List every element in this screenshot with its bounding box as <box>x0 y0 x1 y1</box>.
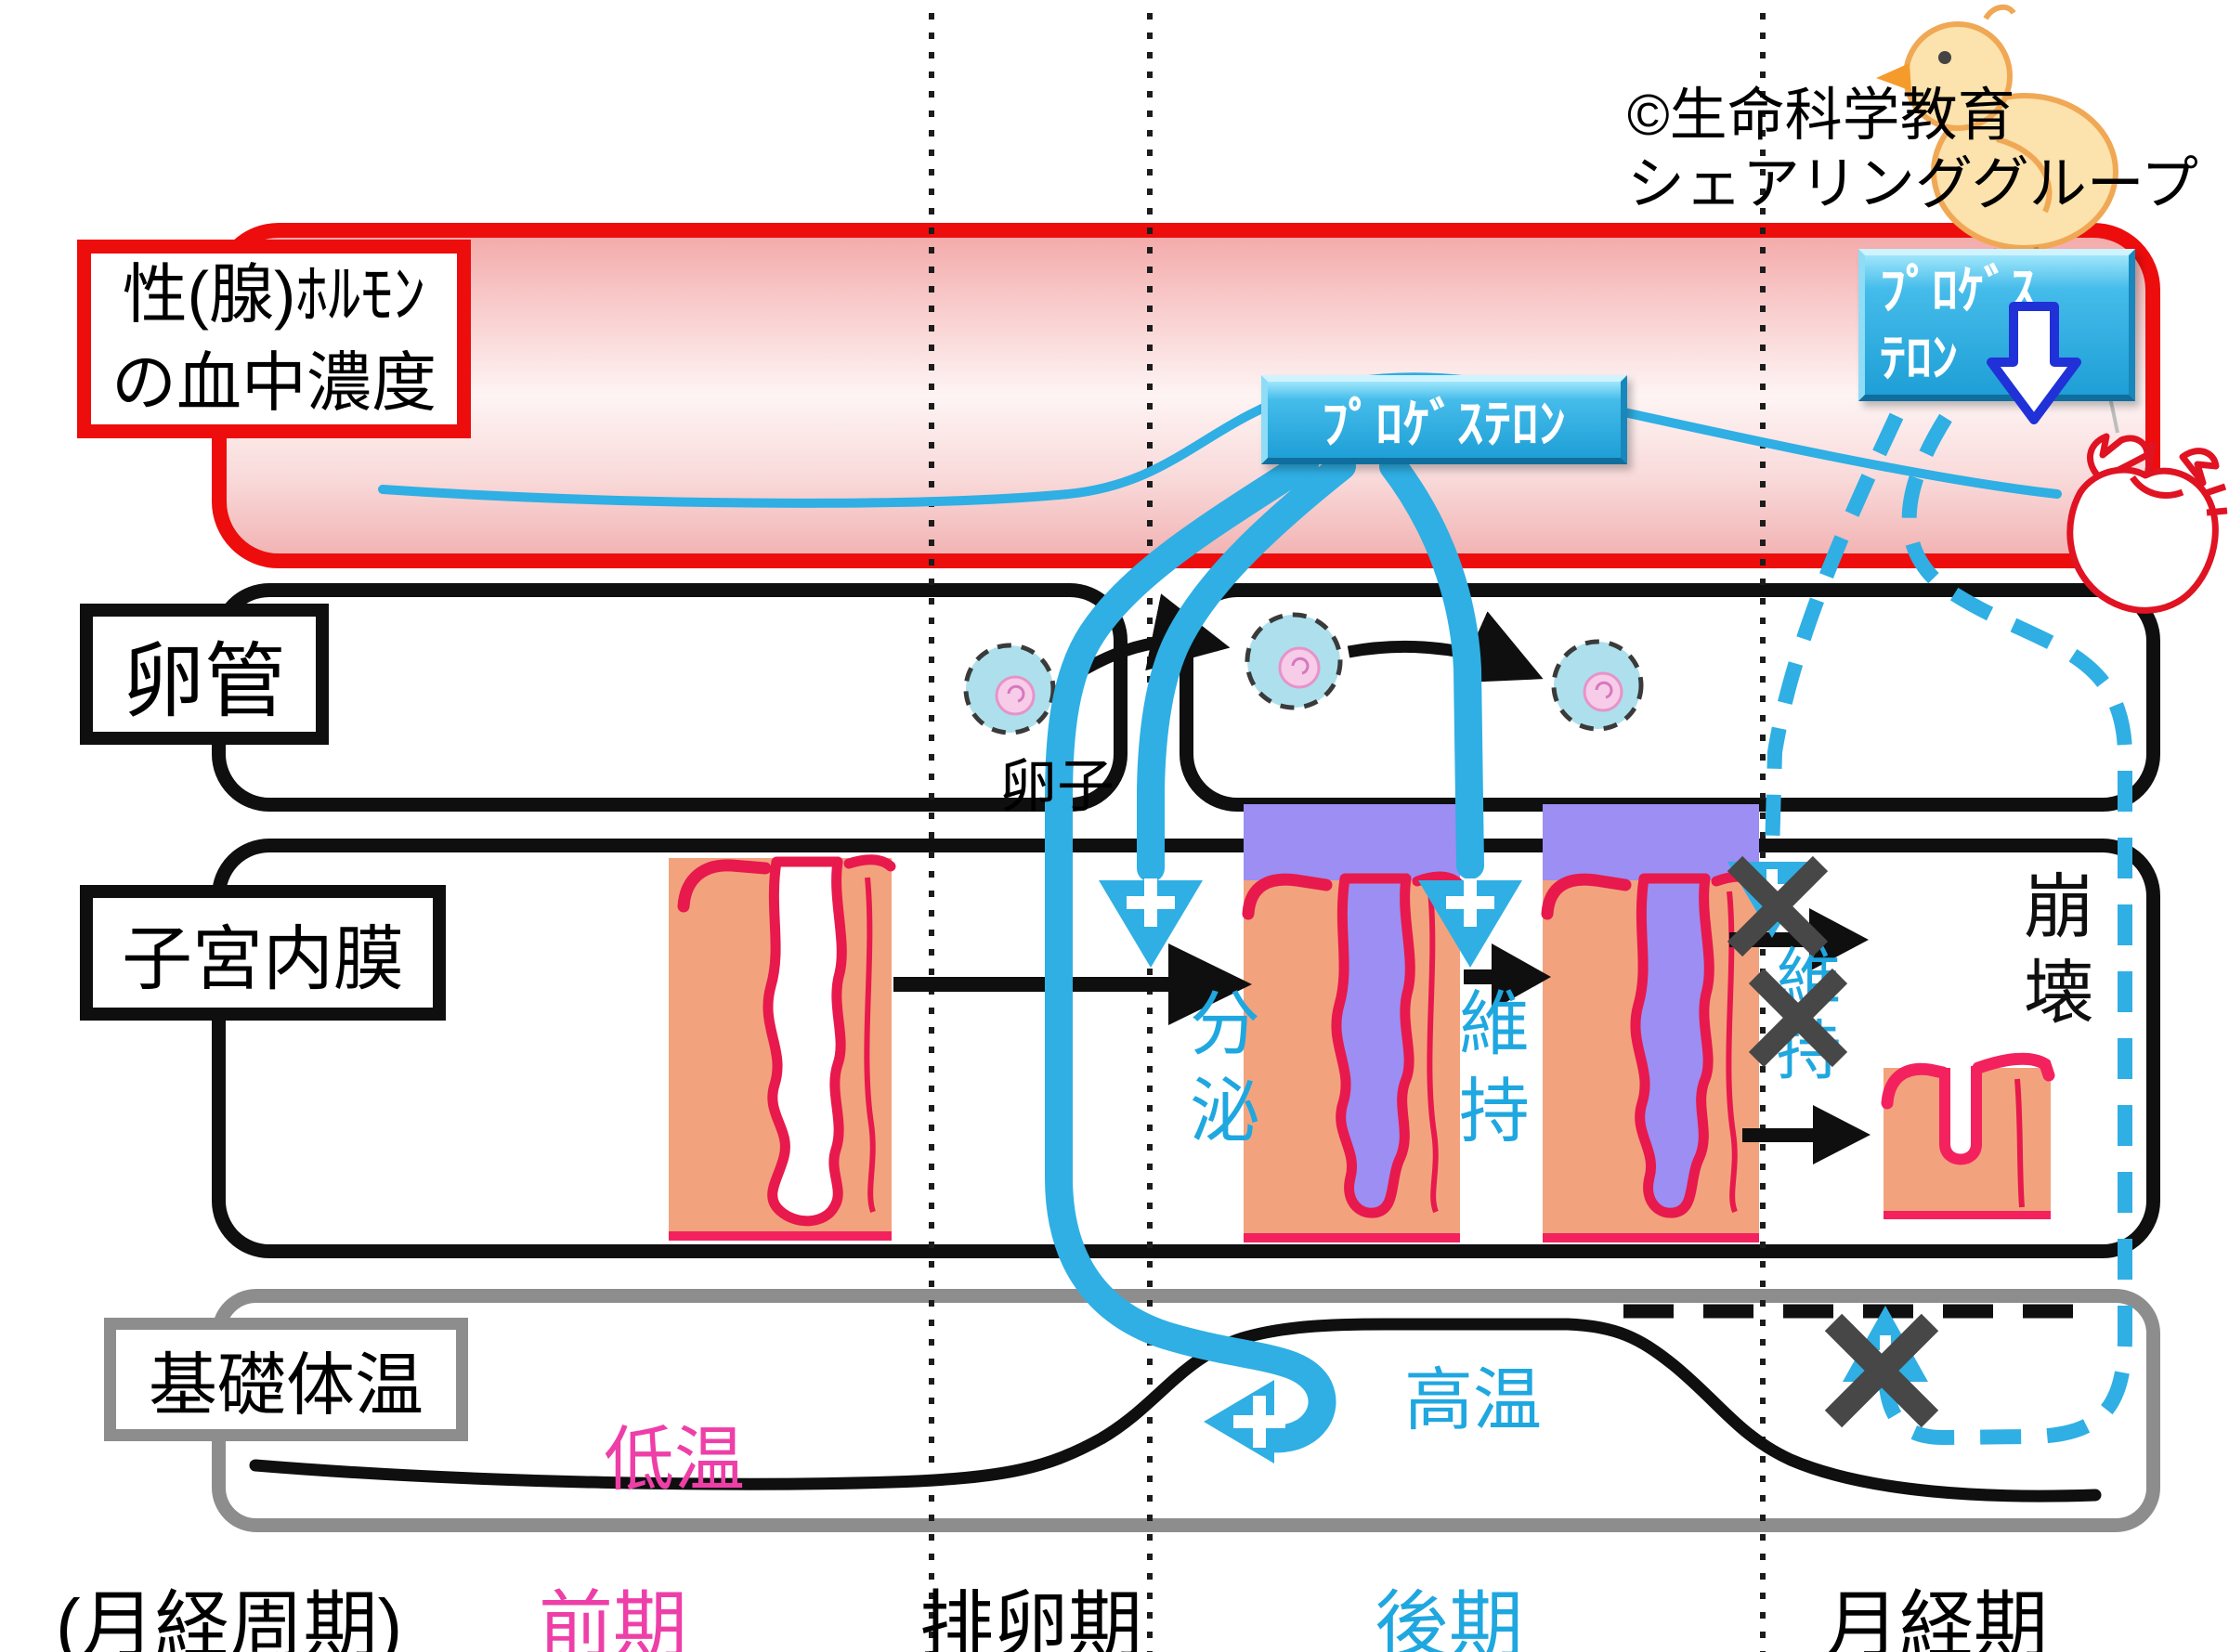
x-mark-icon <box>1748 968 1848 1068</box>
progesterone-action-branches <box>1045 450 1484 1453</box>
temperature-label-text: 基礎体温 <box>149 1346 424 1424</box>
endometrium-panel-label: 子宮内膜 <box>80 885 446 1021</box>
high-temperature-label: 高温 <box>1404 1361 1542 1438</box>
axis-cycle-label: (月経周期) <box>56 1584 403 1652</box>
axis-phase-early: 前期 <box>539 1584 687 1652</box>
maintain-label: 維持 <box>1448 986 1527 1161</box>
axis-phase-ovulation: 排卵期 <box>919 1584 1142 1652</box>
copyright-line1: ©生命科学教育 <box>1627 84 2015 148</box>
copyright-line2: シェアリンググループ <box>1627 152 2199 217</box>
endometrium-remnant-block <box>1881 1052 2055 1219</box>
hormone-level-panel <box>212 223 2160 568</box>
x-mark-icon <box>1727 855 1829 957</box>
egg-path <box>963 593 1644 735</box>
progesterone-absent-paths <box>1765 412 2132 1446</box>
stimulus-arrowheads <box>1099 878 1522 1463</box>
egg-cell-icon <box>1551 639 1644 732</box>
oviduct-panel-label: 卵管 <box>80 604 329 745</box>
low-temperature-label: 低温 <box>604 1421 745 1500</box>
progesterone-drop-box: ﾌﾟﾛｹﾞｽ ﾃﾛﾝ <box>1858 249 2135 401</box>
endometrium-label-text: 子宮内膜 <box>122 920 404 999</box>
egg-cell-icon <box>963 643 1056 735</box>
egg-label: 卵子 <box>998 755 1114 819</box>
x-mark-icon <box>1824 1313 1939 1428</box>
chick-beak <box>1876 63 1911 91</box>
heart-icon <box>2066 433 2228 614</box>
endometrium-proliferative-block <box>669 854 896 1241</box>
progesterone-box-text: ﾌﾟﾛｹﾞｽﾃﾛﾝ <box>1322 395 1567 454</box>
hormone-label-line1: 性(腺)ﾎﾙﾓﾝ <box>122 257 426 331</box>
secretion-label: 分泌 <box>1179 986 1258 1161</box>
hormone-label-line2: の血中濃度 <box>111 346 437 419</box>
temperature-panel-label: 基礎体温 <box>104 1318 468 1441</box>
egg-cell-icon <box>1245 612 1343 710</box>
hormone-panel-label: 性(腺)ﾎﾙﾓﾝ の血中濃度 <box>77 240 471 438</box>
chick-icon <box>1876 4 2119 434</box>
temperature-curve <box>249 1318 2102 1502</box>
copyright-note: ©生命科学教育 シェアリンググループ <box>1627 82 2198 220</box>
axis-phase-late: 後期 <box>1375 1584 1523 1652</box>
blue-down-arrow-icon <box>1987 302 2081 424</box>
collapse-label: 崩壊 <box>2013 869 2092 1040</box>
oviduct-label-text: 卵管 <box>122 634 286 727</box>
oviduct-panel-right <box>1180 583 2160 812</box>
axis-phase-menstrual: 月経期 <box>1825 1584 2048 1652</box>
progesterone-box: ﾌﾟﾛｹﾞｽﾃﾛﾝ <box>1261 375 1627 464</box>
progesterone-drop-line2: ﾃﾛﾝ <box>1880 329 1958 387</box>
